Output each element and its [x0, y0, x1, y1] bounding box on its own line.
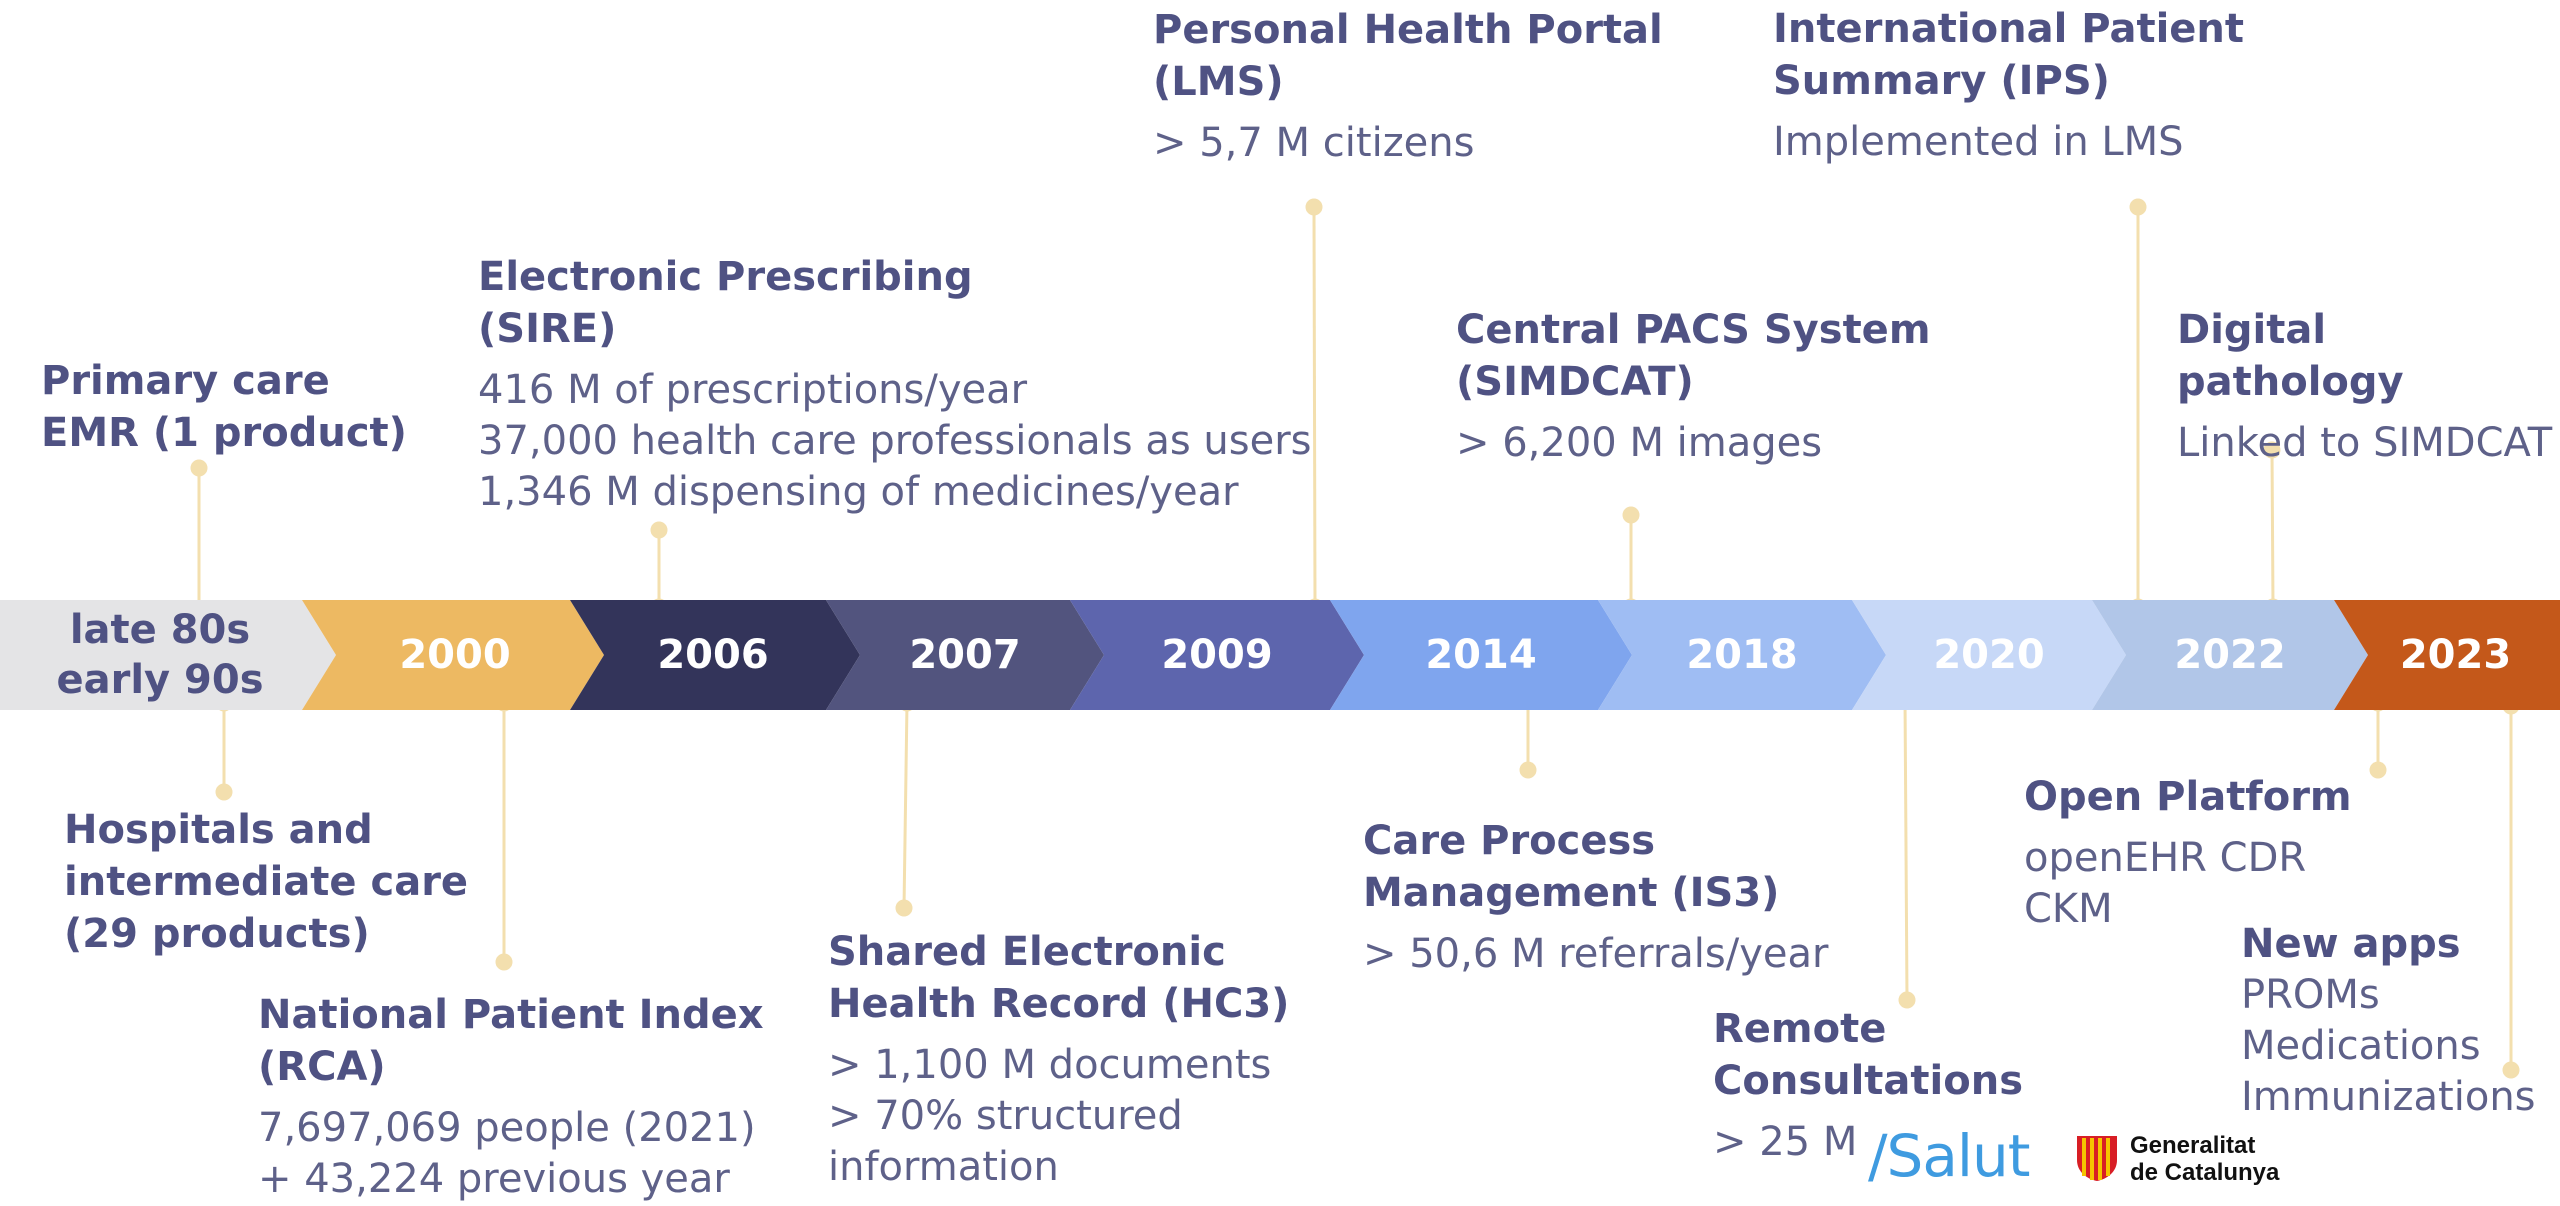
- milestone-open-platform: Open Platform openEHR CDR CKM: [2024, 771, 2352, 935]
- period-label-2000: 2000: [399, 632, 511, 678]
- period-label-2023: 2023: [2399, 632, 2512, 678]
- milestone-body: > 1,100 M documents > 70% structured inf…: [828, 1042, 1272, 1190]
- period-arrow-2006: [570, 600, 860, 710]
- period-label-2018: 2018: [1686, 632, 1798, 678]
- milestone-title: Care Process Management (IS3): [1363, 818, 1780, 916]
- milestone-title: Electronic Prescribing (SIRE): [478, 254, 973, 352]
- milestone-body: > 5,7 M citizens: [1153, 120, 1475, 166]
- period-label-2007: 2007: [909, 632, 1021, 678]
- milestone-body: 416 M of prescriptions/year 37,000 healt…: [478, 367, 1312, 515]
- period-label-late80s: late 80s early 90s: [56, 607, 264, 703]
- milestone-title: Central PACS System (SIMDCAT): [1456, 307, 1931, 405]
- period-arrow-2007: [826, 600, 1104, 710]
- milestone-body: > 25 M: [1713, 1119, 1858, 1165]
- period-arrow-2023: [2334, 600, 2560, 710]
- period-arrow-2022: [2092, 600, 2368, 710]
- milestone-central-pacs: Central PACS System (SIMDCAT) > 6,200 M …: [1456, 304, 1931, 469]
- milestone-primary-care: Primary care EMR (1 product): [41, 355, 407, 459]
- period-arrow-late80s: [0, 600, 336, 710]
- milestone-title: Remote Consultations: [1713, 1006, 2024, 1104]
- milestone-body: Implemented in LMS: [1773, 119, 2184, 165]
- period-arrow-2018: [1598, 600, 1886, 710]
- milestone-title: International Patient Summary (IPS): [1773, 6, 2245, 104]
- milestone-title: Hospitals and intermediate care (29 prod…: [64, 807, 469, 957]
- period-arrow-2014: [1330, 600, 1632, 710]
- period-label-2014: 2014: [1425, 632, 1537, 678]
- period-label-2006: 2006: [657, 632, 769, 678]
- milestone-body: Linked to SIMDCAT: [2177, 420, 2553, 466]
- milestone-body: openEHR CDR CKM: [2024, 835, 2307, 932]
- milestone-title: New apps: [2241, 921, 2461, 967]
- milestone-title: Digital pathology: [2177, 307, 2404, 405]
- milestone-title: Shared Electronic Health Record (HC3): [828, 929, 1290, 1027]
- period-label-2009: 2009: [1161, 632, 1273, 678]
- milestone-care-process: Care Process Management (IS3) > 50,6 M r…: [1363, 815, 1828, 980]
- milestone-hospitals: Hospitals and intermediate care (29 prod…: [64, 804, 468, 960]
- milestone-digital-pathology: Digital pathology Linked to SIMDCAT: [2177, 304, 2560, 469]
- salut-logo: /Salut: [1868, 1122, 2031, 1190]
- milestone-shared-ehr: Shared Electronic Health Record (HC3) > …: [828, 926, 1289, 1193]
- milestone-personal-health-portal: Personal Health Portal (LMS) > 5,7 M cit…: [1153, 4, 1663, 169]
- generalitat-logo-icon: [2077, 1136, 2117, 1181]
- period-label-2022: 2022: [2174, 632, 2286, 678]
- milestone-body: > 6,200 M images: [1456, 420, 1823, 466]
- period-arrow-2000: [302, 600, 604, 710]
- milestone-remote-consultations: Remote Consultations > 25 M: [1713, 1003, 2023, 1168]
- milestone-title: Personal Health Portal (LMS): [1153, 7, 1663, 105]
- milestone-body: 7,697,069 people (2021) + 43,224 previou…: [258, 1105, 756, 1202]
- milestone-international-patient-summary: International Patient Summary (IPS) Impl…: [1773, 3, 2244, 168]
- milestone-title: Primary care EMR (1 product): [41, 358, 407, 456]
- period-label-2020: 2020: [1933, 632, 2045, 678]
- milestone-national-patient-index: National Patient Index (RCA) 7,697,069 p…: [258, 989, 764, 1205]
- period-arrow-2020: [1852, 600, 2126, 710]
- milestone-electronic-prescribing: Electronic Prescribing (SIRE) 416 M of p…: [478, 251, 1311, 518]
- milestone-title: National Patient Index (RCA): [258, 992, 764, 1090]
- generalitat-logo-text: Generalitat de Catalunya: [2130, 1132, 2280, 1186]
- milestone-body: > 50,6 M referrals/year: [1363, 931, 1829, 977]
- milestone-title: Open Platform: [2024, 774, 2352, 820]
- period-arrow-2009: [1070, 600, 1364, 710]
- milestone-body: PROMs Medications Immunizations: [2241, 972, 2536, 1120]
- milestone-new-apps: New apps PROMs Medications Immunizations: [2241, 918, 2536, 1123]
